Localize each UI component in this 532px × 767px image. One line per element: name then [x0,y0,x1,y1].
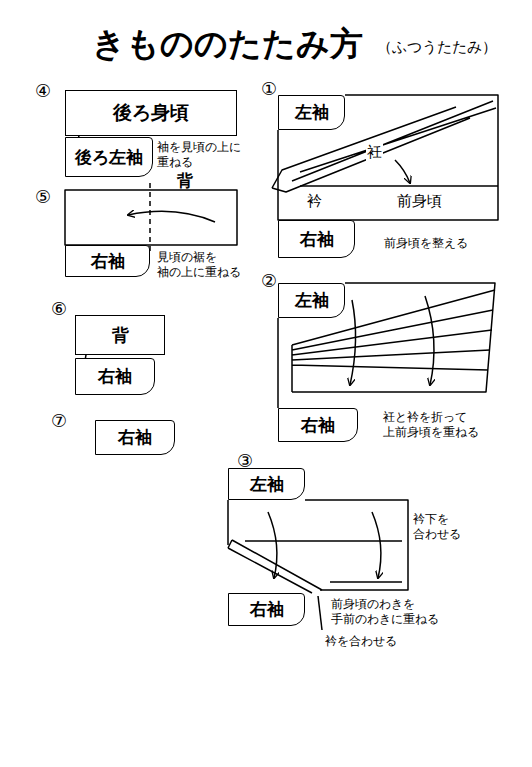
instruction-note: 前身頃のわきを 手前のわきに重ねる [330,597,452,627]
panel-label: 後ろ左袖 [75,146,143,169]
instruction-note: 衽 [366,143,383,162]
instruction-note: 衿下を 合わせる [412,512,472,542]
panel-label: 後ろ身頃 [113,100,189,126]
panel-label: 右袖 [301,414,335,437]
instruction-note: 袖を見頃の上に 重ねる [156,140,250,170]
instruction-note: 衿を合わせる [324,634,398,649]
panel-label: 右袖 [250,598,284,621]
page-title: きもののたたみ方 [92,22,363,67]
instruction-note: 前身頃を整える [383,236,469,251]
sleeve-panel: 左袖 [278,95,345,130]
panel-label: 右袖 [91,250,125,273]
fold-arrow [268,512,277,578]
body-outline [278,95,498,220]
collar-band [272,101,496,192]
step-number: ⑦ [50,410,68,433]
panel-label: 背 [112,324,129,347]
body-panel [65,190,237,245]
step-number: ② [260,270,278,293]
step-number: ⑤ [34,186,52,209]
instruction-note: 衽と衿を折って 上前身頃を重ねる [382,410,490,440]
fold-arrow [350,300,356,385]
step-number: ④ [34,80,52,103]
body-panel: 後ろ身頃 [65,90,237,136]
fold-arrow [128,211,215,222]
panel-label: 左袖 [295,289,329,312]
sleeve-panel: 右袖 [75,358,155,395]
panel-label: 背 [177,171,193,192]
fold-arrow [372,512,381,578]
sleeve-panel: 右袖 [95,420,175,455]
body-panel: 背 [75,315,165,355]
fan-lines [292,290,495,392]
panel-label: 右袖 [118,426,152,449]
sleeve-panel: 右袖 [278,220,355,258]
sleeve-panel: 右袖 [228,593,305,626]
panel-label: 左袖 [295,101,329,124]
panel-heading: 背 [172,168,198,195]
panel-label: 左袖 [250,473,284,496]
fold-line [149,183,151,252]
panel-label: 右袖 [98,365,132,388]
body-outline [228,500,408,590]
leader-line [318,596,322,630]
collar-band [228,540,322,593]
instruction-note: 前身頃 [396,192,443,211]
step-number: ① [260,78,278,101]
instruction-note: （ふつうたたみ） [376,38,498,57]
fold-arrow [395,160,410,183]
sleeve-panel: 後ろ左袖 [65,137,153,177]
instruction-note: 衿 [306,192,323,211]
instruction-note: 見頃の裾を 袖の上に重ねる [156,250,250,280]
body-outline [278,283,495,408]
panel-label: 右袖 [300,228,334,251]
sleeve-panel: 左袖 [228,468,305,500]
collar-line [300,185,498,187]
sleeve-panel: 左袖 [278,283,345,318]
fold-arrow [425,296,434,385]
sleeve-panel: 右袖 [65,245,150,277]
step-number: ⑥ [50,298,68,321]
sleeve-panel: 右袖 [278,408,358,442]
